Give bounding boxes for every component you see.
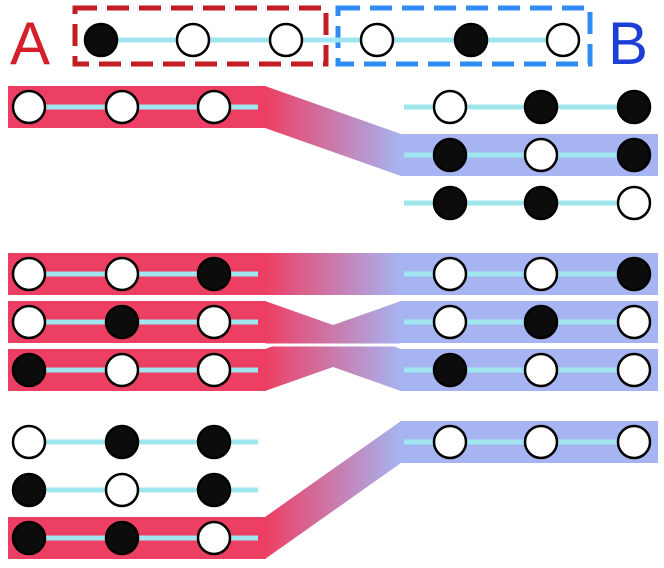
filled-node	[523, 185, 559, 221]
empty-node	[196, 304, 232, 340]
empty-node	[175, 22, 211, 58]
header-node-chain	[83, 22, 581, 58]
ribbon-transition	[265, 421, 401, 559]
filled-node	[616, 137, 652, 173]
ribbon-transition	[265, 86, 401, 176]
left-row	[11, 352, 258, 388]
empty-node	[104, 352, 140, 388]
filled-node	[523, 304, 559, 340]
right-row	[404, 256, 652, 292]
right-row	[404, 185, 652, 221]
filled-node	[432, 185, 468, 221]
filled-node	[196, 256, 232, 292]
empty-node	[432, 89, 468, 125]
empty-node	[11, 424, 47, 460]
filled-node	[616, 256, 652, 292]
empty-node	[432, 304, 468, 340]
filled-node	[616, 89, 652, 125]
empty-node	[104, 472, 140, 508]
empty-node	[432, 424, 468, 460]
empty-node	[523, 137, 559, 173]
empty-node	[523, 256, 559, 292]
filled-node	[104, 304, 140, 340]
empty-node	[196, 89, 232, 125]
empty-node	[11, 256, 47, 292]
empty-node	[432, 256, 468, 292]
right-row	[404, 89, 652, 125]
filled-node	[196, 472, 232, 508]
empty-node	[616, 185, 652, 221]
empty-node	[523, 352, 559, 388]
filled-node	[104, 520, 140, 556]
right-row	[404, 304, 652, 340]
empty-node	[196, 520, 232, 556]
empty-node	[616, 304, 652, 340]
empty-node	[104, 89, 140, 125]
left-row	[11, 304, 258, 340]
empty-node	[11, 89, 47, 125]
filled-node	[11, 520, 47, 556]
empty-node	[196, 352, 232, 388]
ribbon-transition	[265, 253, 401, 295]
empty-node	[616, 352, 652, 388]
left-row	[11, 89, 258, 125]
filled-node	[11, 472, 47, 508]
nodes-layer	[11, 89, 652, 556]
left-row	[11, 520, 258, 556]
filled-node	[83, 22, 119, 58]
empty-node	[616, 424, 652, 460]
filled-node	[523, 89, 559, 125]
left-row	[11, 256, 258, 292]
label-b: B	[608, 10, 648, 77]
filled-node	[453, 22, 489, 58]
label-a: A	[10, 10, 50, 77]
right-row	[404, 424, 652, 460]
filled-node	[196, 424, 232, 460]
box-a	[72, 5, 329, 67]
box-b	[335, 5, 593, 67]
empty-node	[359, 22, 395, 58]
ribbon	[8, 86, 658, 176]
left-row	[11, 424, 258, 460]
right-row	[404, 352, 652, 388]
empty-node	[268, 22, 304, 58]
header-sequence: A B	[10, 5, 648, 77]
filled-node	[11, 352, 47, 388]
empty-node	[545, 22, 581, 58]
filled-node	[432, 137, 468, 173]
filled-node	[104, 424, 140, 460]
empty-node	[11, 304, 47, 340]
left-row	[11, 472, 258, 508]
filled-node	[432, 352, 468, 388]
empty-node	[104, 256, 140, 292]
empty-node	[523, 424, 559, 460]
right-row	[404, 137, 652, 173]
